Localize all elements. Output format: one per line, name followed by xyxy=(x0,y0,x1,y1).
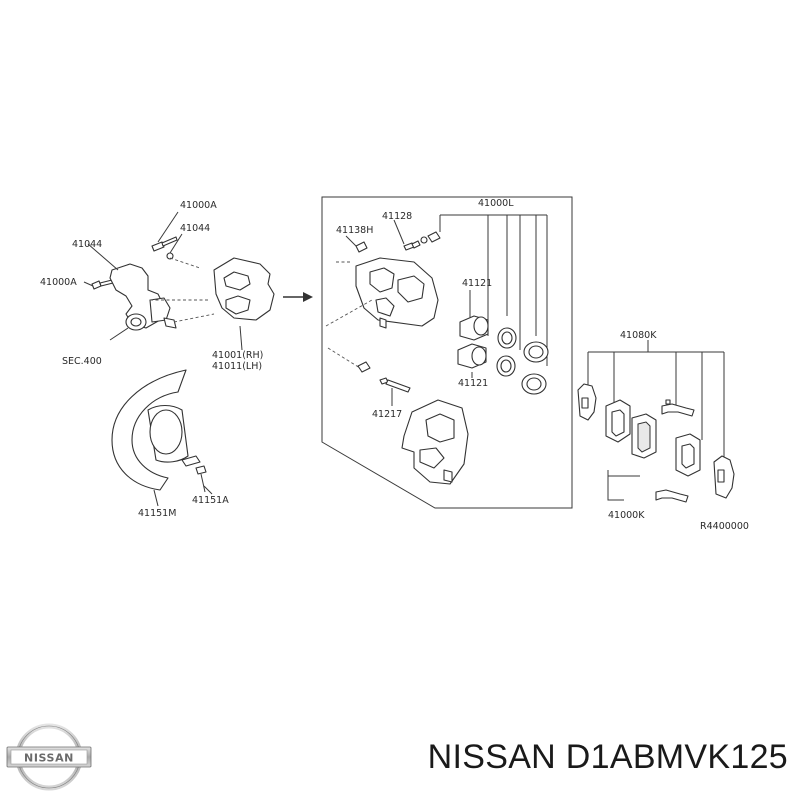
label-41217: 41217 xyxy=(372,409,402,420)
label-41000A-top: 41000A xyxy=(180,200,217,211)
label-41000L: 41000L xyxy=(478,198,514,209)
label-reference: R4400000 xyxy=(700,521,749,532)
label-41044-left: 41044 xyxy=(72,239,102,250)
label-41138H: 41138H xyxy=(336,225,373,236)
label-41151A: 41151A xyxy=(192,495,229,506)
part-number-caption: NISSAN D1ABMVK125 xyxy=(427,738,788,776)
logo-wordmark: NISSAN xyxy=(24,752,74,765)
pad-kit-group xyxy=(577,340,735,503)
caliper-detail-box xyxy=(321,196,573,509)
nissan-logo: NISSAN xyxy=(6,723,92,791)
knuckle-group xyxy=(83,211,215,341)
label-41044-top: 41044 xyxy=(180,223,210,234)
label-41121-a: 41121 xyxy=(462,278,492,289)
label-41121-b: 41121 xyxy=(458,378,488,389)
arrow-icon xyxy=(283,292,313,302)
label-41000K: 41000K xyxy=(608,510,645,521)
label-sec400: SEC.400 xyxy=(62,356,102,367)
caliper-bracket-lh xyxy=(213,257,275,351)
dust-shield xyxy=(111,369,213,507)
label-41000A-left: 41000A xyxy=(40,277,77,288)
label-41080K: 41080K xyxy=(620,330,657,341)
label-41128: 41128 xyxy=(382,211,412,222)
label-41001: 41001(RH) xyxy=(212,350,263,361)
label-41151M: 41151M xyxy=(138,508,176,519)
part-labels: 41000A 41044 41044 41000A SEC.400 41001(… xyxy=(40,198,749,532)
label-41011: 41011(LH) xyxy=(212,361,262,372)
